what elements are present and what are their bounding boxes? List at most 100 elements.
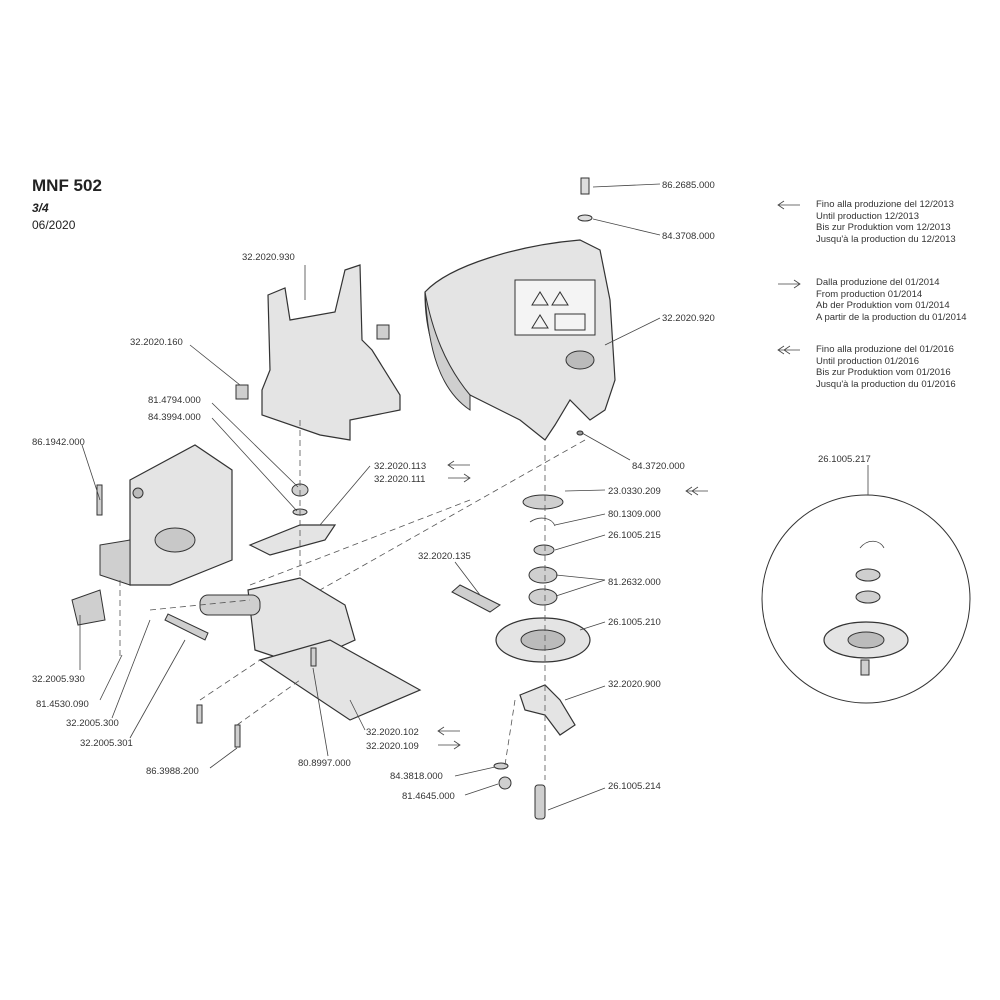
clip-right <box>376 324 390 340</box>
part-label: 80.1309.000 <box>608 509 661 520</box>
bearing-upper <box>528 566 558 584</box>
leader-line <box>99 654 123 701</box>
bolt-86-3988 <box>234 724 241 748</box>
bearing-26-1005-215 <box>533 544 555 556</box>
part-label: 84.3708.000 <box>662 231 715 242</box>
belt <box>451 584 501 613</box>
bolt-left <box>196 704 203 724</box>
upper-bracket <box>235 264 401 441</box>
part-label: 86.1942.000 <box>32 437 85 448</box>
part-label: 86.2685.000 <box>662 180 715 191</box>
arrow-right-icon <box>448 473 471 483</box>
clip-left <box>235 384 249 400</box>
warning-hand-icon <box>531 291 549 306</box>
cover-small-screw <box>576 430 584 436</box>
housing-side <box>99 539 131 586</box>
pin-26-1005-214 <box>534 784 546 820</box>
part-label: 23.0330.209 <box>608 486 661 497</box>
washer-23-0330 <box>522 494 564 510</box>
housing-knob <box>132 487 144 499</box>
part-label: 26.1005.210 <box>608 617 661 628</box>
lever-plate <box>248 524 337 556</box>
detail-shaft <box>860 659 870 676</box>
part-label: 32.2005.301 <box>80 738 133 749</box>
shaft <box>199 594 261 616</box>
legend-line: Until production 12/2013 <box>816 210 919 222</box>
double-arrow-left-icon <box>685 486 708 496</box>
legend-line: A partir de la production du 01/2014 <box>816 311 967 323</box>
leader-line <box>554 534 606 551</box>
part-label: 86.3988.200 <box>146 766 199 777</box>
leader-line <box>454 766 496 777</box>
cover-bolt <box>580 177 590 195</box>
part-label: 32.2020.109 <box>366 741 419 752</box>
assembly-line <box>504 699 516 766</box>
warning-fire-icon <box>531 314 549 329</box>
legend-double-arrow-left-icon <box>777 345 800 355</box>
leader-line <box>319 465 371 526</box>
legend-line: Jusqu'à la production du 12/2013 <box>816 233 956 245</box>
sheet-number: 3/4 <box>32 201 49 215</box>
part-label: 32.2020.111 <box>374 474 425 485</box>
part-label: 32.2020.900 <box>608 679 661 690</box>
warning-blade-icon <box>551 291 569 306</box>
detail-bearing-2 <box>855 590 881 604</box>
legend-line: Jusqu'à la production du 01/2016 <box>816 378 956 390</box>
warning-person-icon <box>554 313 586 331</box>
part-label: 32.2020.920 <box>662 313 715 324</box>
legend-entry-until-2016: Fino alla produzione del 01/2016 Until p… <box>816 344 956 390</box>
part-labels: 86.2685.000 84.3708.000 32.2020.920 84.3… <box>32 180 871 802</box>
washer-84-3818 <box>493 762 509 770</box>
leader-line <box>547 787 606 811</box>
assembly-line <box>199 659 261 701</box>
leader-line <box>454 561 481 596</box>
legend-line: Until production 01/2016 <box>816 355 919 367</box>
assembly-lines <box>119 420 586 780</box>
change-arrows <box>437 200 801 750</box>
spring-bracket <box>71 589 106 626</box>
part-label: 81.4530.090 <box>36 699 89 710</box>
legend-line: Bis zur Produktion vom 01/2016 <box>816 367 951 378</box>
leader-line <box>555 579 606 597</box>
part-label: 32.2020.930 <box>242 252 295 263</box>
leader-line <box>189 344 241 386</box>
leader-line <box>579 621 606 631</box>
part-label: 81.4794.000 <box>148 395 201 406</box>
leader-line <box>464 783 499 796</box>
part-label: 84.3994.000 <box>148 412 201 423</box>
vertical-pin <box>96 484 103 516</box>
model-title: MNF 502 <box>32 176 102 195</box>
legend-arrow-right-icon <box>778 279 801 289</box>
part-label: 80.8997.000 <box>298 758 351 769</box>
cover-washer <box>577 214 593 222</box>
legend-line: Ab der Produktion vom 01/2014 <box>816 300 950 311</box>
part-label: 32.2020.102 <box>366 727 419 738</box>
cover-hood-side <box>424 291 471 411</box>
leader-line <box>211 417 298 512</box>
base-plate <box>258 639 422 721</box>
assembly-line <box>236 679 301 726</box>
part-label: 81.4645.000 <box>402 791 455 802</box>
nut-81-4645 <box>498 776 512 790</box>
assembly-line <box>149 599 251 611</box>
tension-spring <box>164 613 209 641</box>
part-label: 32.2005.300 <box>66 718 119 729</box>
leader-line <box>211 402 299 488</box>
cover-hood <box>424 239 616 441</box>
part-label: 84.3720.000 <box>632 461 685 472</box>
part-label: 26.1005.214 <box>608 781 661 792</box>
leader-line <box>81 444 101 501</box>
leader-line <box>111 619 151 719</box>
arrow-left-icon <box>447 460 470 470</box>
legend-entry-from-2014: Dalla produzione del 01/2014 From produc… <box>816 277 967 323</box>
leader-line <box>592 183 661 188</box>
leader-line <box>312 667 329 757</box>
leader-line <box>129 639 186 739</box>
cover-hole <box>565 350 595 370</box>
leader-line <box>349 699 366 731</box>
pulley-hub <box>520 629 566 651</box>
leader-line <box>209 747 238 769</box>
leader-line <box>604 317 661 346</box>
detail-pulley-hub <box>847 631 885 649</box>
detail-bearing-1 <box>855 568 881 582</box>
